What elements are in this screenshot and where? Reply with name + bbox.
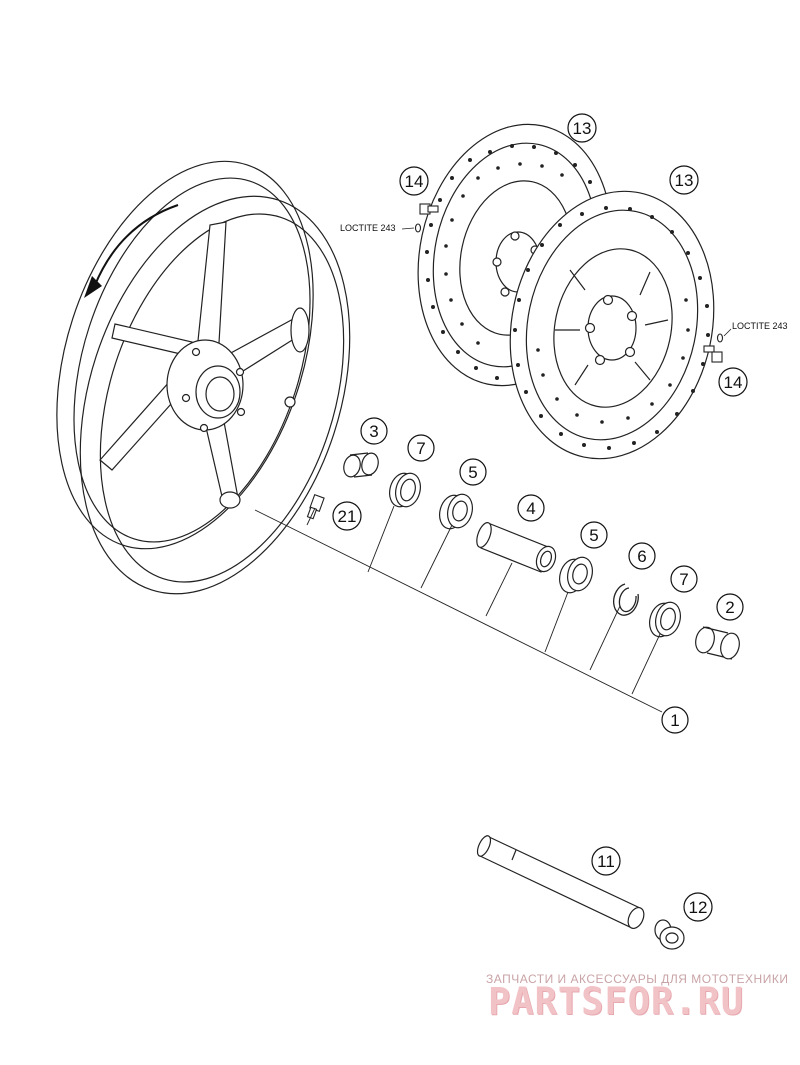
spacer-part-2 <box>695 626 740 660</box>
callout-7-left: 7 <box>407 434 435 462</box>
callouts: 1 2 3 4 5 5 6 7 7 11 12 13 13 14 14 21 <box>332 113 748 922</box>
assembly-leader-lines <box>254 505 663 713</box>
callout-5-right: 5 <box>580 521 608 549</box>
svg-text:6: 6 <box>637 547 646 566</box>
shaft-seal-part-7-right <box>649 601 681 638</box>
svg-text:11: 11 <box>597 852 615 871</box>
svg-text:7: 7 <box>416 439 425 458</box>
svg-text:14: 14 <box>724 373 743 392</box>
disc-bolt-right <box>703 333 724 363</box>
circlip-part-6 <box>613 583 639 616</box>
callout-11: 11 <box>591 846 621 876</box>
svg-text:13: 13 <box>573 119 592 138</box>
callout-14-right: 14 <box>718 367 748 397</box>
bearing-part-5-left <box>439 493 473 530</box>
loctite-note-left: LOCTITE 243 <box>340 223 415 233</box>
callout-2: 2 <box>716 593 744 621</box>
disc-bolt-left <box>414 203 439 233</box>
svg-text:21: 21 <box>338 507 357 526</box>
svg-text:2: 2 <box>725 598 734 617</box>
callout-12: 12 <box>683 892 713 922</box>
svg-text:7: 7 <box>679 570 688 589</box>
svg-text:5: 5 <box>468 463 477 482</box>
svg-text:13: 13 <box>675 171 694 190</box>
svg-text:1: 1 <box>670 711 679 730</box>
callout-14-left: 14 <box>399 166 429 196</box>
callout-3: 3 <box>360 417 388 445</box>
callout-5-left: 5 <box>459 458 487 486</box>
svg-text:LOCTITE 243: LOCTITE 243 <box>340 223 396 233</box>
callout-13-right: 13 <box>669 165 699 195</box>
loctite-note-right: LOCTITE 243 <box>723 321 788 337</box>
axle-nut-part-12 <box>654 919 685 950</box>
watermark-brand: PARTSFOR.RU <box>488 980 745 1023</box>
svg-text:5: 5 <box>589 526 598 545</box>
svg-text:4: 4 <box>526 499 535 518</box>
callout-21: 21 <box>332 501 362 531</box>
callout-6: 6 <box>628 542 656 570</box>
svg-text:LOCTITE 243: LOCTITE 243 <box>732 321 788 331</box>
valve-part-21 <box>306 494 325 520</box>
callout-1: 1 <box>661 706 689 734</box>
bearing-part-5-right <box>559 556 593 594</box>
brake-disc-right <box>509 190 715 460</box>
callout-4: 4 <box>517 494 545 522</box>
callout-7-right: 7 <box>670 565 698 593</box>
axle-part-11 <box>476 835 645 929</box>
distance-sleeve-part-4 <box>476 522 557 573</box>
rotation-arrow-icon <box>84 204 179 298</box>
shaft-seal-part-7-left <box>389 472 421 508</box>
spacer-part-3 <box>343 452 379 478</box>
svg-text:12: 12 <box>689 898 708 917</box>
svg-text:14: 14 <box>405 172 424 191</box>
watermark-tagline: ЗАПЧАСТИ И АКСЕССУАРЫ ДЛЯ МОТОТЕХНИКИ <box>486 972 789 986</box>
svg-text:3: 3 <box>369 422 378 441</box>
callout-13-left: 13 <box>567 113 597 143</box>
wheel-rim <box>56 160 351 595</box>
brake-disc-right-holes <box>513 206 710 450</box>
wheel-hub <box>166 339 296 433</box>
